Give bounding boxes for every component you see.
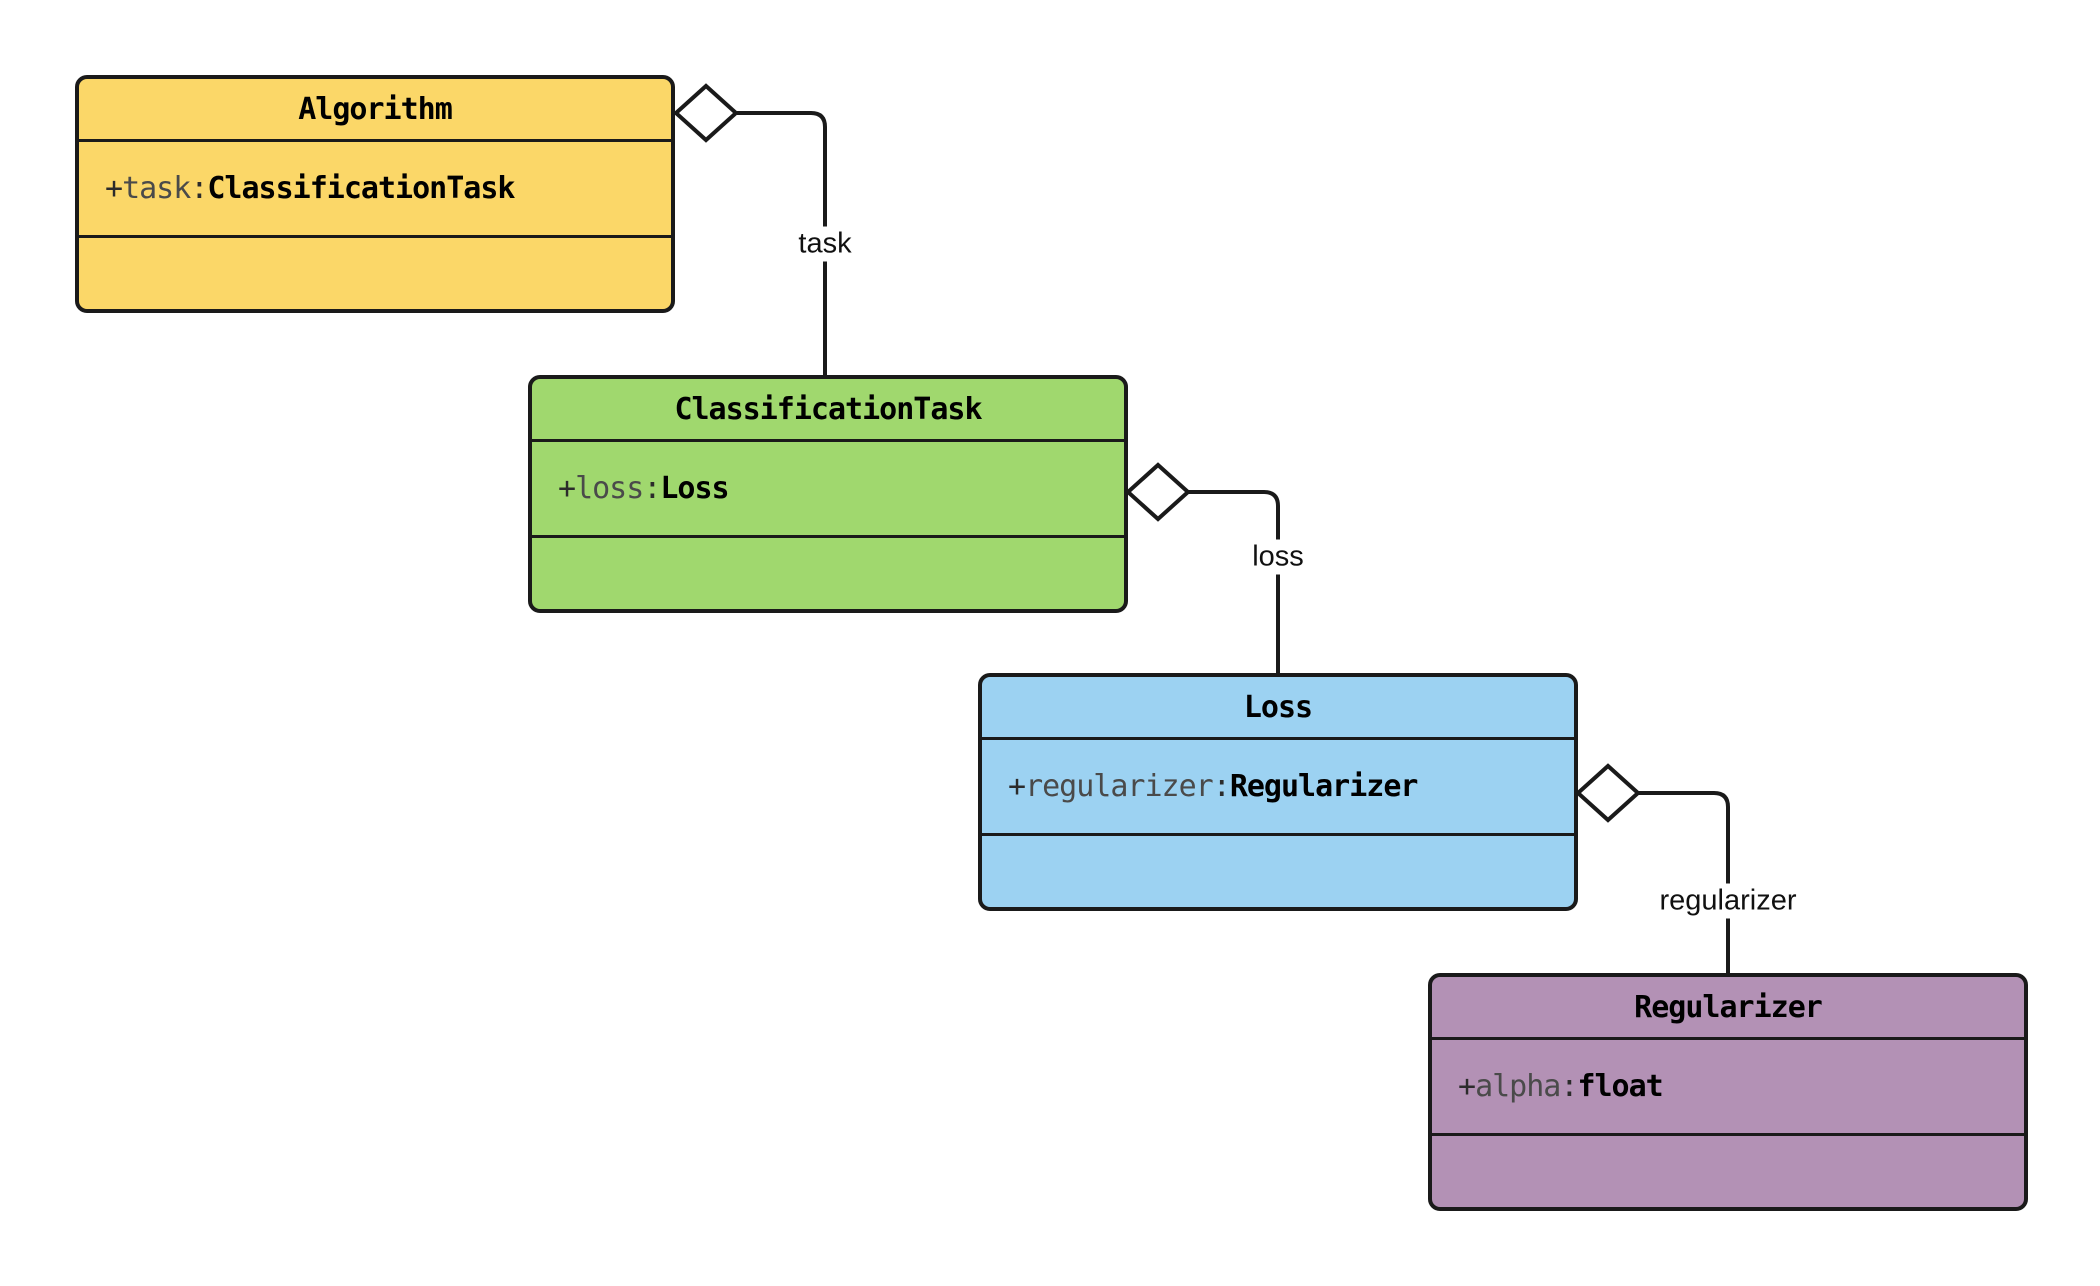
class-attributes: + alpha: float [1432,1040,2024,1136]
aggregation-diamond-loss [1125,462,1191,522]
class-title: Algorithm [79,79,671,142]
edge-label-loss: loss [1244,539,1312,575]
attr-visibility: + [558,471,576,506]
attr-visibility: + [105,171,123,206]
class-methods-empty [532,538,1124,609]
attr-visibility: + [1458,1069,1476,1104]
attr-separator: : [1212,769,1231,804]
attr-separator: : [190,171,208,206]
connector-loss [1188,490,1280,685]
attr-separator: : [1560,1069,1578,1104]
class-box-regularizer: Regularizer + alpha: float [1428,973,2028,1211]
aggregation-diamond-regularizer [1575,763,1641,823]
aggregation-diamond-task [673,83,739,143]
attr-name: task [122,171,191,206]
attr-visibility: + [1008,769,1026,804]
class-box-classificationtask: ClassificationTask + loss: Loss [528,375,1128,613]
class-box-loss: Loss + regularizer: Regularizer [978,673,1578,911]
attr-separator: : [643,471,661,506]
attr-name: alpha [1475,1069,1561,1104]
attr-type: float [1577,1069,1663,1104]
attr-type: Loss [660,471,729,506]
attr-name: loss [575,471,644,506]
attr-type: Regularizer [1229,769,1419,804]
edge-label-task: task [790,226,860,262]
connector-regularizer [1638,791,1730,985]
attr-name: regularizer [1025,769,1214,804]
class-methods-empty [982,836,1574,907]
connector-task [737,111,827,385]
class-title: Loss [982,677,1574,740]
class-attributes: + loss: Loss [532,442,1124,538]
class-attributes: + task: ClassificationTask [79,142,671,238]
attr-type: ClassificationTask [207,171,515,206]
class-methods-empty [1432,1136,2024,1207]
edge-label-regularizer: regularizer [1651,883,1805,919]
class-box-algorithm: Algorithm + task: ClassificationTask [75,75,675,313]
class-title: ClassificationTask [532,379,1124,442]
class-methods-empty [79,238,671,309]
class-attributes: + regularizer: Regularizer [982,740,1574,836]
class-title: Regularizer [1432,977,2024,1040]
